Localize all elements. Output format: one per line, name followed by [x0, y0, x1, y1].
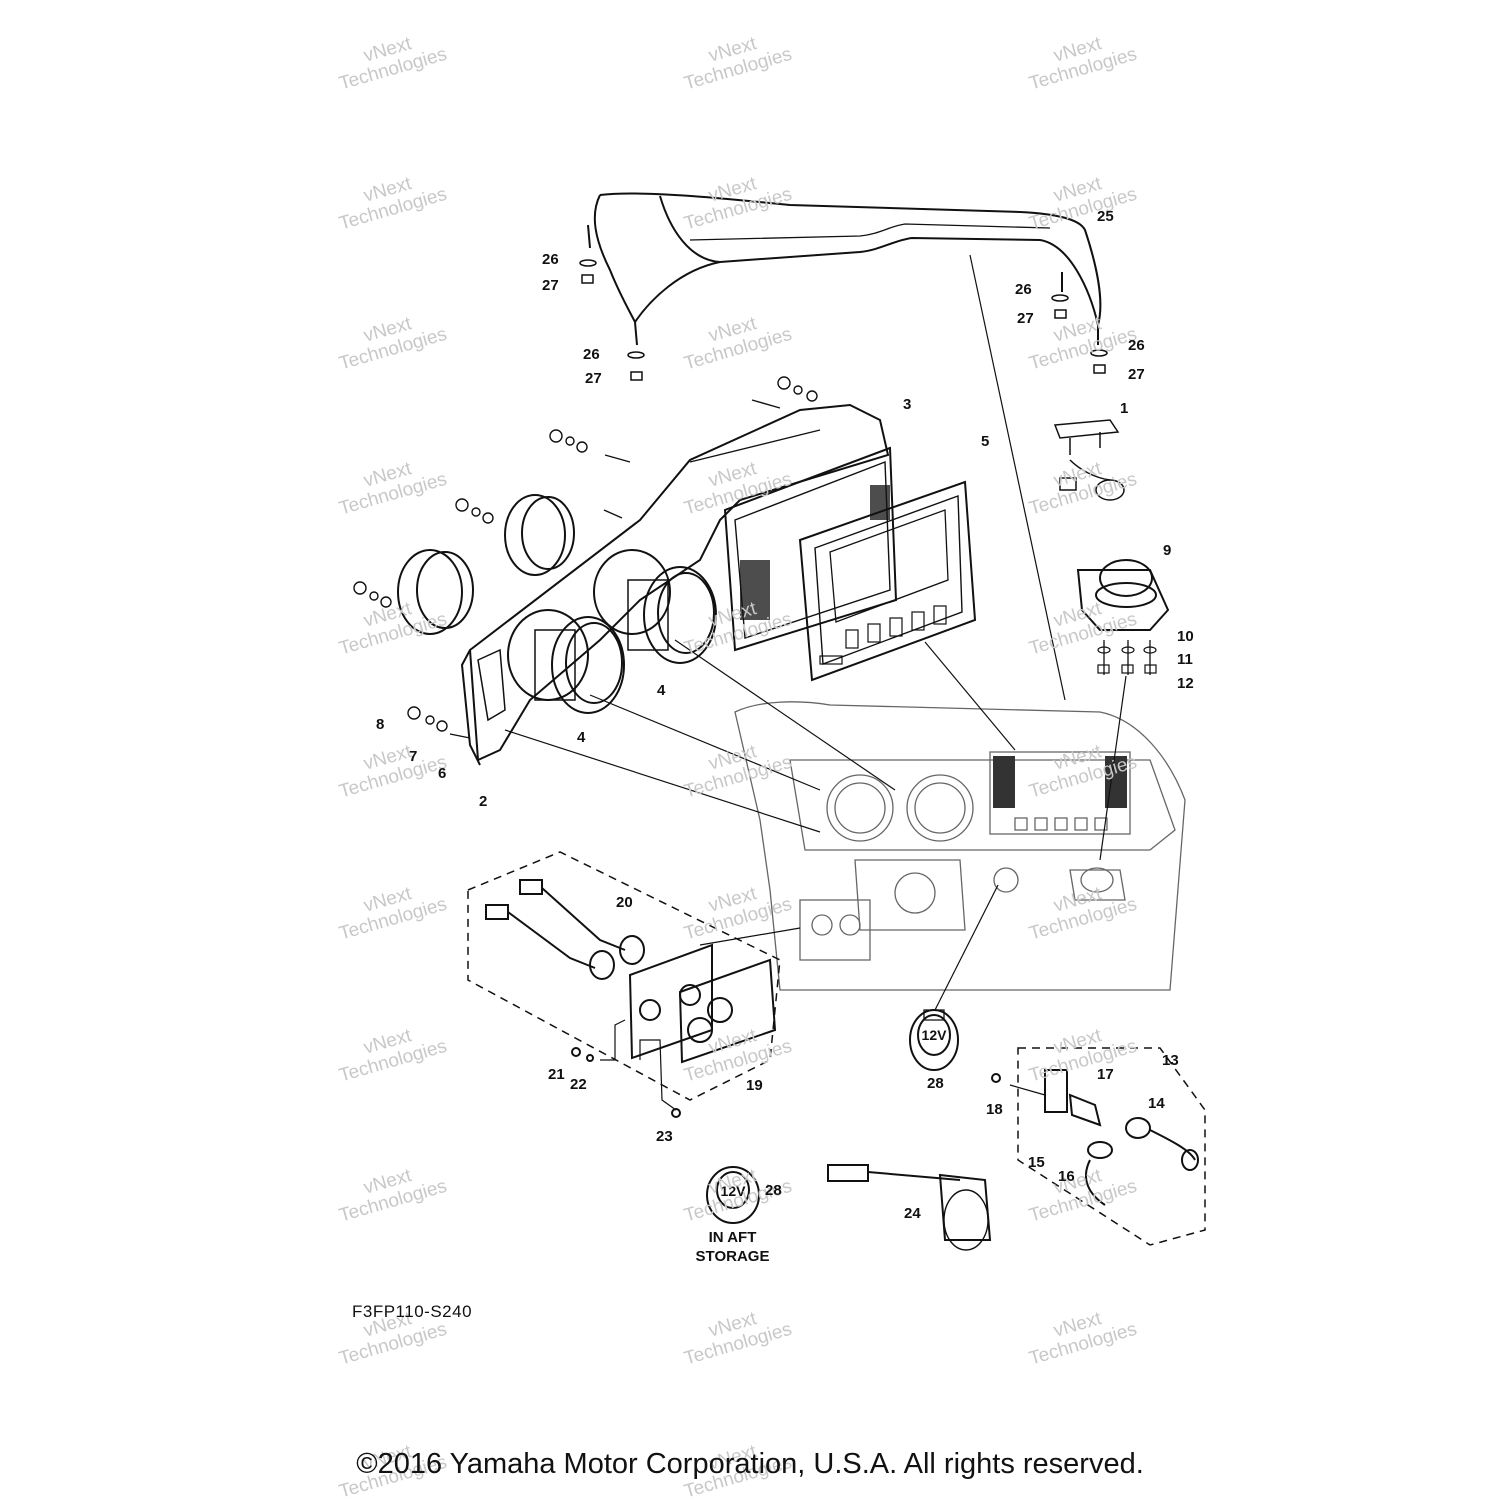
assembled-dashboard [734, 701, 1186, 991]
washers-nuts-26-27 [579, 259, 1108, 381]
callout-17: 17 [1097, 1066, 1114, 1083]
callout-4-second: 4 [577, 729, 586, 746]
callout-19: 19 [746, 1077, 763, 1094]
callout-21: 21 [548, 1066, 565, 1083]
callout-28-second: 28 [765, 1182, 782, 1199]
callout-13: 13 [1162, 1052, 1179, 1069]
callout-11: 11 [1177, 651, 1193, 668]
bezel-rings [397, 494, 575, 635]
callout-4: 4 [657, 682, 666, 699]
callout-26-third: 26 [583, 346, 600, 363]
callout-27-second: 27 [1017, 310, 1034, 327]
callout-14: 14 [1148, 1095, 1165, 1112]
callout-16: 16 [1058, 1168, 1075, 1185]
callout-9: 9 [1163, 542, 1172, 559]
callout-27-third: 27 [585, 370, 602, 387]
callout-2: 2 [479, 793, 488, 810]
sensor-part-24 [827, 1164, 992, 1251]
copyright-notice: ©2016 Yamaha Motor Corporation, U.S.A. A… [356, 1448, 1144, 1480]
callout-5: 5 [981, 433, 990, 450]
callout-26-fourth: 26 [1128, 337, 1145, 354]
callout-3: 3 [903, 396, 912, 413]
callout-12: 12 [1177, 675, 1194, 692]
aft-storage-note: IN AFT STORAGE [695, 1229, 770, 1265]
assembly-lines [504, 254, 1127, 1111]
socket-label-aft: 12V [721, 1183, 747, 1199]
callout-15: 15 [1028, 1154, 1045, 1171]
callout-26-second: 26 [1015, 281, 1032, 298]
callout-7: 7 [409, 748, 418, 765]
callout-27-fourth: 27 [1128, 366, 1145, 383]
diagram-code: F3FP110-S240 [352, 1302, 473, 1321]
gauge-part-4-left [534, 616, 625, 714]
socket-label: 12V [922, 1027, 948, 1043]
switch-panel-group-19-20 [467, 851, 781, 1118]
wiring-harness-group-13 [991, 1047, 1206, 1246]
callout-8: 8 [376, 716, 385, 733]
callout-27: 27 [542, 277, 559, 294]
mounting-hardware [353, 376, 818, 739]
callout-26: 26 [542, 251, 559, 268]
module-part-1 [1053, 419, 1125, 501]
gauge-housing-part-2 [460, 403, 890, 766]
callout-10: 10 [1177, 628, 1194, 645]
dash-top-cover-part-25 [587, 192, 1102, 346]
callout-28: 28 [927, 1075, 944, 1092]
callout-25: 25 [1097, 208, 1114, 225]
callout-20: 20 [616, 894, 633, 911]
callout-1: 1 [1120, 400, 1129, 417]
gauge-part-4-right [627, 566, 717, 664]
callout-22: 22 [570, 1076, 587, 1093]
callout-6: 6 [438, 765, 447, 782]
socket-part-28 [706, 1009, 959, 1224]
callout-18: 18 [986, 1101, 1003, 1118]
control-knob-part-9 [1076, 559, 1170, 675]
display-unit-part-5 [798, 480, 977, 682]
callout-23: 23 [656, 1128, 673, 1145]
callout-24: 24 [904, 1205, 921, 1222]
